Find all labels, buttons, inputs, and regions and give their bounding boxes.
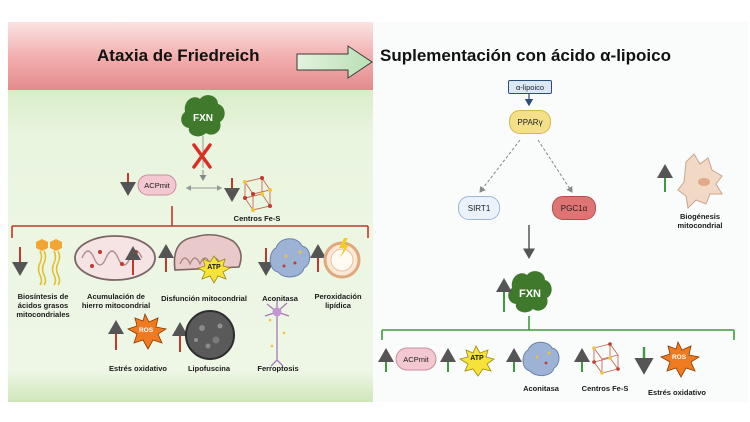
acumulacion-label: Acumulación de hierro mitocondrial <box>81 292 151 310</box>
biosintesis-label: Biosíntesis de ácidos grasos mitocondria… <box>16 292 70 319</box>
estres-label-right: Estrés oxidativo <box>648 388 706 397</box>
atp-starburst-left <box>196 255 232 284</box>
neuron-soma <box>272 307 282 317</box>
peroxidacion-label: Peroxidación lipídica <box>314 292 362 310</box>
pgc1a-node: PGC1α <box>552 196 596 220</box>
fxn-protein-icon <box>181 95 225 137</box>
aconitasa-label-right: Aconitasa <box>523 384 559 393</box>
acpmit-shape <box>137 174 177 196</box>
lipoico-box: α-lipoico <box>508 80 552 94</box>
ppar-to-pgc1a <box>537 139 573 193</box>
header-arrow <box>296 45 373 79</box>
right-title: Suplementación con ácido α-lipoico <box>380 46 671 65</box>
consequence-bracket <box>11 206 369 238</box>
lipid-peroxidation-icon <box>323 238 361 279</box>
lipofuscin-granule-icon <box>185 310 235 360</box>
sirt1-node: SIRT1 <box>458 196 500 220</box>
left-title: Ataxia de Friedreich <box>97 46 260 65</box>
block-x-icon <box>192 143 212 169</box>
mitochondrion-iron-icon <box>74 235 156 281</box>
ros-label-left: ROS <box>138 327 154 334</box>
aconitase-protein-icon-right <box>522 341 560 376</box>
fxn-label-right: FXN <box>519 288 541 300</box>
fes-label: Centros Fe-S <box>233 214 281 223</box>
atp-label-left: ATP <box>207 264 221 271</box>
acpmit-shape-right <box>395 347 437 371</box>
atp-label-right: ATP <box>470 355 484 362</box>
fxn-protein-icon-right <box>508 271 552 313</box>
fxn-label: FXN <box>193 113 213 124</box>
benefit-bracket <box>381 316 735 340</box>
lipofuscina-label: Lipofuscina <box>187 364 231 373</box>
fes-cluster-icon-right <box>593 343 619 374</box>
ros-label-right: ROS <box>671 354 687 361</box>
aconitase-protein-icon <box>269 238 311 278</box>
disfuncion-label: Disfunción mitocondrial <box>161 294 247 303</box>
estres-label-left: Estrés oxidativo <box>109 364 167 373</box>
ros-starburst-left <box>127 312 168 350</box>
acpmit-label: ACPmit <box>144 181 170 190</box>
fes-label-right: Centros Fe-S <box>581 384 629 393</box>
biogenesis-label: Biogénesis mitocondrial <box>677 212 723 230</box>
fatty-acid-icon <box>36 239 62 286</box>
atp-starburst-right <box>458 345 495 377</box>
acpmit-label-right: ACPmit <box>403 355 429 364</box>
neuron-cell-icon <box>677 153 723 210</box>
ros-starburst-right <box>660 340 701 378</box>
ppar-to-sirt1 <box>479 139 521 193</box>
aconitasa-label-left: Aconitasa <box>262 294 298 303</box>
ppar-node: PPARγ <box>509 110 551 134</box>
ferroptosis-label: Ferroptosis <box>257 364 299 373</box>
